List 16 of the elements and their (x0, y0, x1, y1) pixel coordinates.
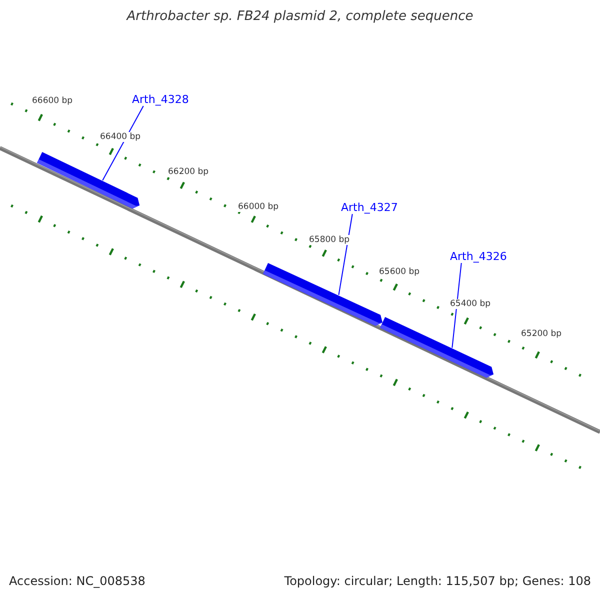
gene-arrow (36, 150, 141, 210)
gene-label: Arth_4326 (450, 250, 507, 263)
leader-line (452, 262, 462, 348)
gene-label: Arth_4327 (341, 201, 398, 214)
accession-text: Accession: NC_008538 (9, 574, 146, 588)
position-label: 66000 bp (238, 202, 279, 212)
title: Arthrobacter sp. FB24 plasmid 2, complete sequence (125, 9, 474, 24)
gene-arrow (379, 316, 495, 378)
position-label: 66200 bp (168, 167, 209, 177)
leader-line (338, 214, 353, 296)
position-label: 65200 bp (521, 329, 562, 339)
leader-line (102, 106, 144, 181)
gene-label: Arth_4328 (132, 93, 189, 106)
summary-text: Topology: circular; Length: 115,507 bp; Genes: 108 (284, 574, 591, 588)
position-label: 66600 bp (32, 96, 73, 106)
position-label: 65600 bp (379, 267, 420, 277)
